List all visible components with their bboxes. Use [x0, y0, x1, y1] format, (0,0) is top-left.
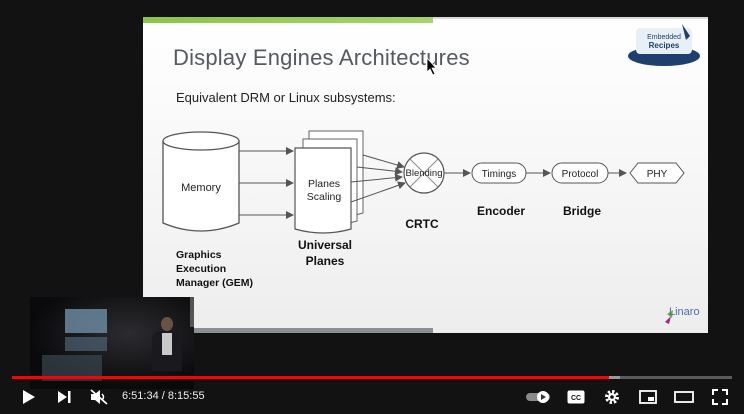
- fullscreen-button[interactable]: [708, 383, 732, 411]
- arrow-planes-blend-3: [350, 173, 403, 183]
- background-screen-lower: [65, 337, 107, 351]
- arrow-planes-blend-2: [356, 166, 403, 176]
- total-time: 8:15:55: [167, 390, 205, 402]
- stage-light: [190, 297, 194, 327]
- memory-label: Memory: [181, 182, 221, 194]
- settings-button[interactable]: [600, 383, 624, 411]
- theater-button[interactable]: [672, 383, 696, 411]
- gem-label-line3: Manager (GEM): [176, 277, 253, 289]
- memory-cylinder: [162, 131, 240, 232]
- blending-label: Blending: [406, 168, 443, 179]
- arrow-planes-blend-4: [350, 181, 406, 203]
- linaro-wordmark: Linaro: [669, 306, 700, 318]
- planes-stack: [294, 130, 364, 234]
- presentation-slide: Display Engines Architectures Equivalent…: [143, 17, 708, 333]
- miniplayer-button[interactable]: [636, 383, 660, 411]
- progress-played: [12, 376, 610, 379]
- play-icon: [23, 390, 35, 404]
- planes-label: Planes: [308, 178, 340, 190]
- player-controls: 6:51:34 / 8:15:55 CC: [0, 383, 744, 411]
- gem-label-line1: Graphics: [176, 249, 222, 261]
- progress-bar[interactable]: [12, 376, 732, 379]
- autoplay-toggle-icon: [526, 391, 550, 403]
- speaker-shirt: [162, 333, 172, 355]
- autoplay-toggle[interactable]: [524, 383, 552, 411]
- gem-label-line2: Execution: [176, 263, 226, 275]
- next-icon: [58, 391, 71, 403]
- miniplayer-icon: [639, 390, 657, 404]
- bridge-label: Bridge: [563, 204, 601, 218]
- scaling-label: Scaling: [307, 191, 342, 203]
- universal-planes-line2: Planes: [306, 254, 345, 268]
- conf-logo-line1: Embedded: [647, 34, 681, 41]
- next-button[interactable]: [52, 383, 76, 411]
- protocol-label: Protocol: [562, 169, 599, 180]
- time-display: 6:51:34 / 8:15:55: [122, 390, 205, 402]
- captions-button[interactable]: CC: [564, 383, 588, 411]
- speaker-webcam: [30, 297, 194, 389]
- conference-logo: Embedded Recipes: [628, 24, 700, 66]
- slide-subtitle: Equivalent DRM or Linux subsystems:: [176, 90, 396, 105]
- phy-node: [629, 162, 685, 184]
- universal-planes-line1: Universal: [298, 238, 352, 252]
- encoder-label: Encoder: [477, 204, 525, 218]
- cc-icon: CC: [567, 390, 585, 404]
- phy-label: PHY: [647, 169, 668, 180]
- slide-accent-bar: [143, 17, 433, 23]
- arrow-planes-blend-1: [362, 154, 405, 169]
- crtc-label: CRTC: [405, 217, 439, 231]
- slide-title: Display Engines Architectures: [173, 45, 470, 70]
- conf-logo-line2: Recipes: [649, 41, 680, 50]
- gear-icon: [605, 390, 619, 404]
- current-time: 6:51:34: [122, 390, 159, 402]
- svg-text:CC: CC: [571, 395, 581, 402]
- slide-bottom-bar: [143, 328, 433, 333]
- timings-label: Timings: [482, 169, 517, 180]
- architecture-diagram: Memory Graphics Execution Manager (GEM) …: [162, 56, 685, 289]
- time-separator: /: [158, 390, 168, 402]
- volume-muted-icon: [90, 389, 108, 405]
- mouse-cursor-icon: [426, 56, 437, 76]
- play-button[interactable]: [16, 383, 42, 411]
- linaro-logo: [665, 310, 673, 324]
- theater-icon: [674, 391, 694, 403]
- mute-button[interactable]: [88, 383, 110, 411]
- fullscreen-icon: [712, 389, 728, 405]
- background-screen: [65, 309, 107, 333]
- speaker-head: [161, 317, 173, 331]
